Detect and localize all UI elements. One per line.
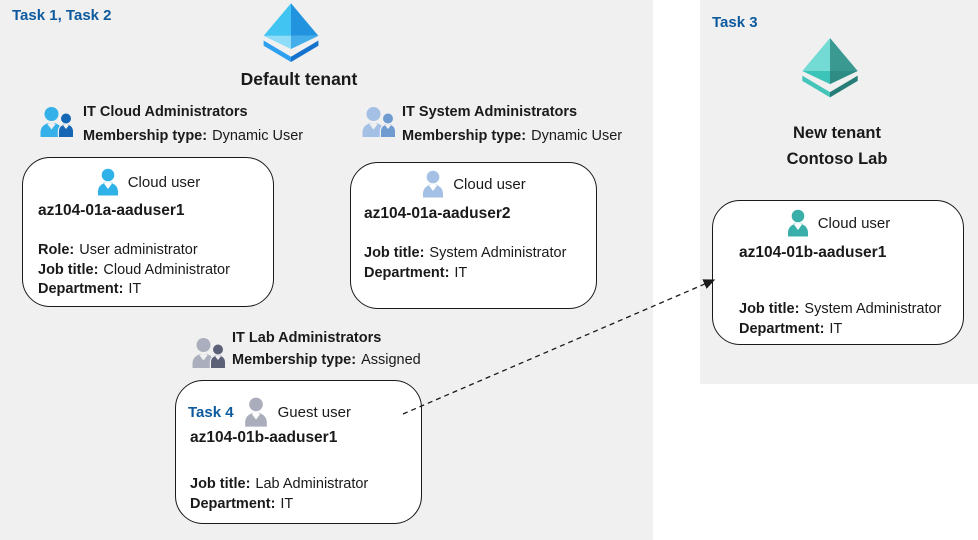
new-tenant-title-line1: New tenant <box>792 124 881 142</box>
user-card-aaduser2: Cloud user az104-01a-aaduser2 Job title:… <box>350 162 597 309</box>
user-fields: Job title:System Administrator Departmen… <box>739 300 941 339</box>
group-title-cloud-admins: IT Cloud Administrators <box>83 104 248 120</box>
user-type-label: Cloud user <box>127 173 201 191</box>
group-title-system-admins: IT System Administrators <box>402 104 578 120</box>
field-job-title: Job title:System Administrator <box>739 301 942 317</box>
user-fields: Job title:System Administrator Departmen… <box>364 244 566 283</box>
field-department: Department:IT <box>364 264 468 281</box>
user-fields: Role:User administrator Job title:Cloud … <box>38 241 230 300</box>
new-tenant-icon <box>802 37 858 98</box>
new-tenant-title: New tenant Contoso Lab <box>712 120 962 172</box>
user-name: az104-01a-aaduser1 <box>38 202 185 219</box>
field-department: Department:IT <box>190 495 294 512</box>
field-role: Role:User administrator <box>38 242 198 258</box>
user-fields: Job title:Lab Administrator Department:I… <box>190 475 368 514</box>
user-name: az104-01b-aaduser1 <box>739 244 887 261</box>
tenant-title: Default tenant <box>240 69 358 89</box>
guest-user-icon <box>244 397 267 427</box>
cloud-user-icon <box>97 168 118 196</box>
field-job-title: Job title:Cloud Administrator <box>38 261 230 278</box>
azure-ad-tenant-icon <box>263 3 319 62</box>
task-label-4: Task 4 <box>188 403 234 421</box>
guest-user-card: Task 4 Guest user az104-01b-aaduser1 Job… <box>175 380 422 524</box>
membership-type-cloud-admins: Membership type:Dynamic User <box>83 128 304 144</box>
guest-card-header: Task 4 Guest user <box>188 396 351 428</box>
membership-type-lab-admins: Membership type:Assigned <box>232 352 421 368</box>
field-job-title: Job title:System Administrator <box>364 245 567 261</box>
cloud-user-icon <box>787 209 808 237</box>
user-name: az104-01b-aaduser1 <box>190 429 338 446</box>
field-department: Department:IT <box>739 320 843 337</box>
user-name: az104-01a-aaduser2 <box>364 205 511 222</box>
task-label-1-2: Task 1, Task 2 <box>12 7 112 24</box>
field-job-title: Job title:Lab Administrator <box>190 476 369 492</box>
group-title-lab-admins: IT Lab Administrators <box>232 330 382 346</box>
user-card-aaduser1: Cloud user az104-01a-aaduser1 Role:User … <box>22 157 274 307</box>
group-icon-cloud-admins <box>40 107 74 139</box>
group-icon-system-admins <box>362 107 396 139</box>
user-type-label: Cloud user <box>817 214 891 232</box>
new-tenant-user-card: Cloud user az104-01b-aaduser1 Job title:… <box>712 200 964 345</box>
user-type-label: Guest user <box>277 403 351 421</box>
field-department: Department:IT <box>38 281 142 297</box>
new-tenant-title-line2: Contoso Lab <box>786 150 888 168</box>
user-card-header: Cloud user <box>23 168 273 196</box>
group-icon-lab-admins <box>192 338 226 370</box>
cloud-user-icon <box>423 170 444 198</box>
user-type-label: Cloud user <box>453 175 526 193</box>
user-card-header: Cloud user <box>351 170 596 198</box>
user-card-header: Cloud user <box>713 209 963 237</box>
membership-type-system-admins: Membership type:Dynamic User <box>402 128 623 144</box>
task-label-3: Task 3 <box>712 14 758 31</box>
